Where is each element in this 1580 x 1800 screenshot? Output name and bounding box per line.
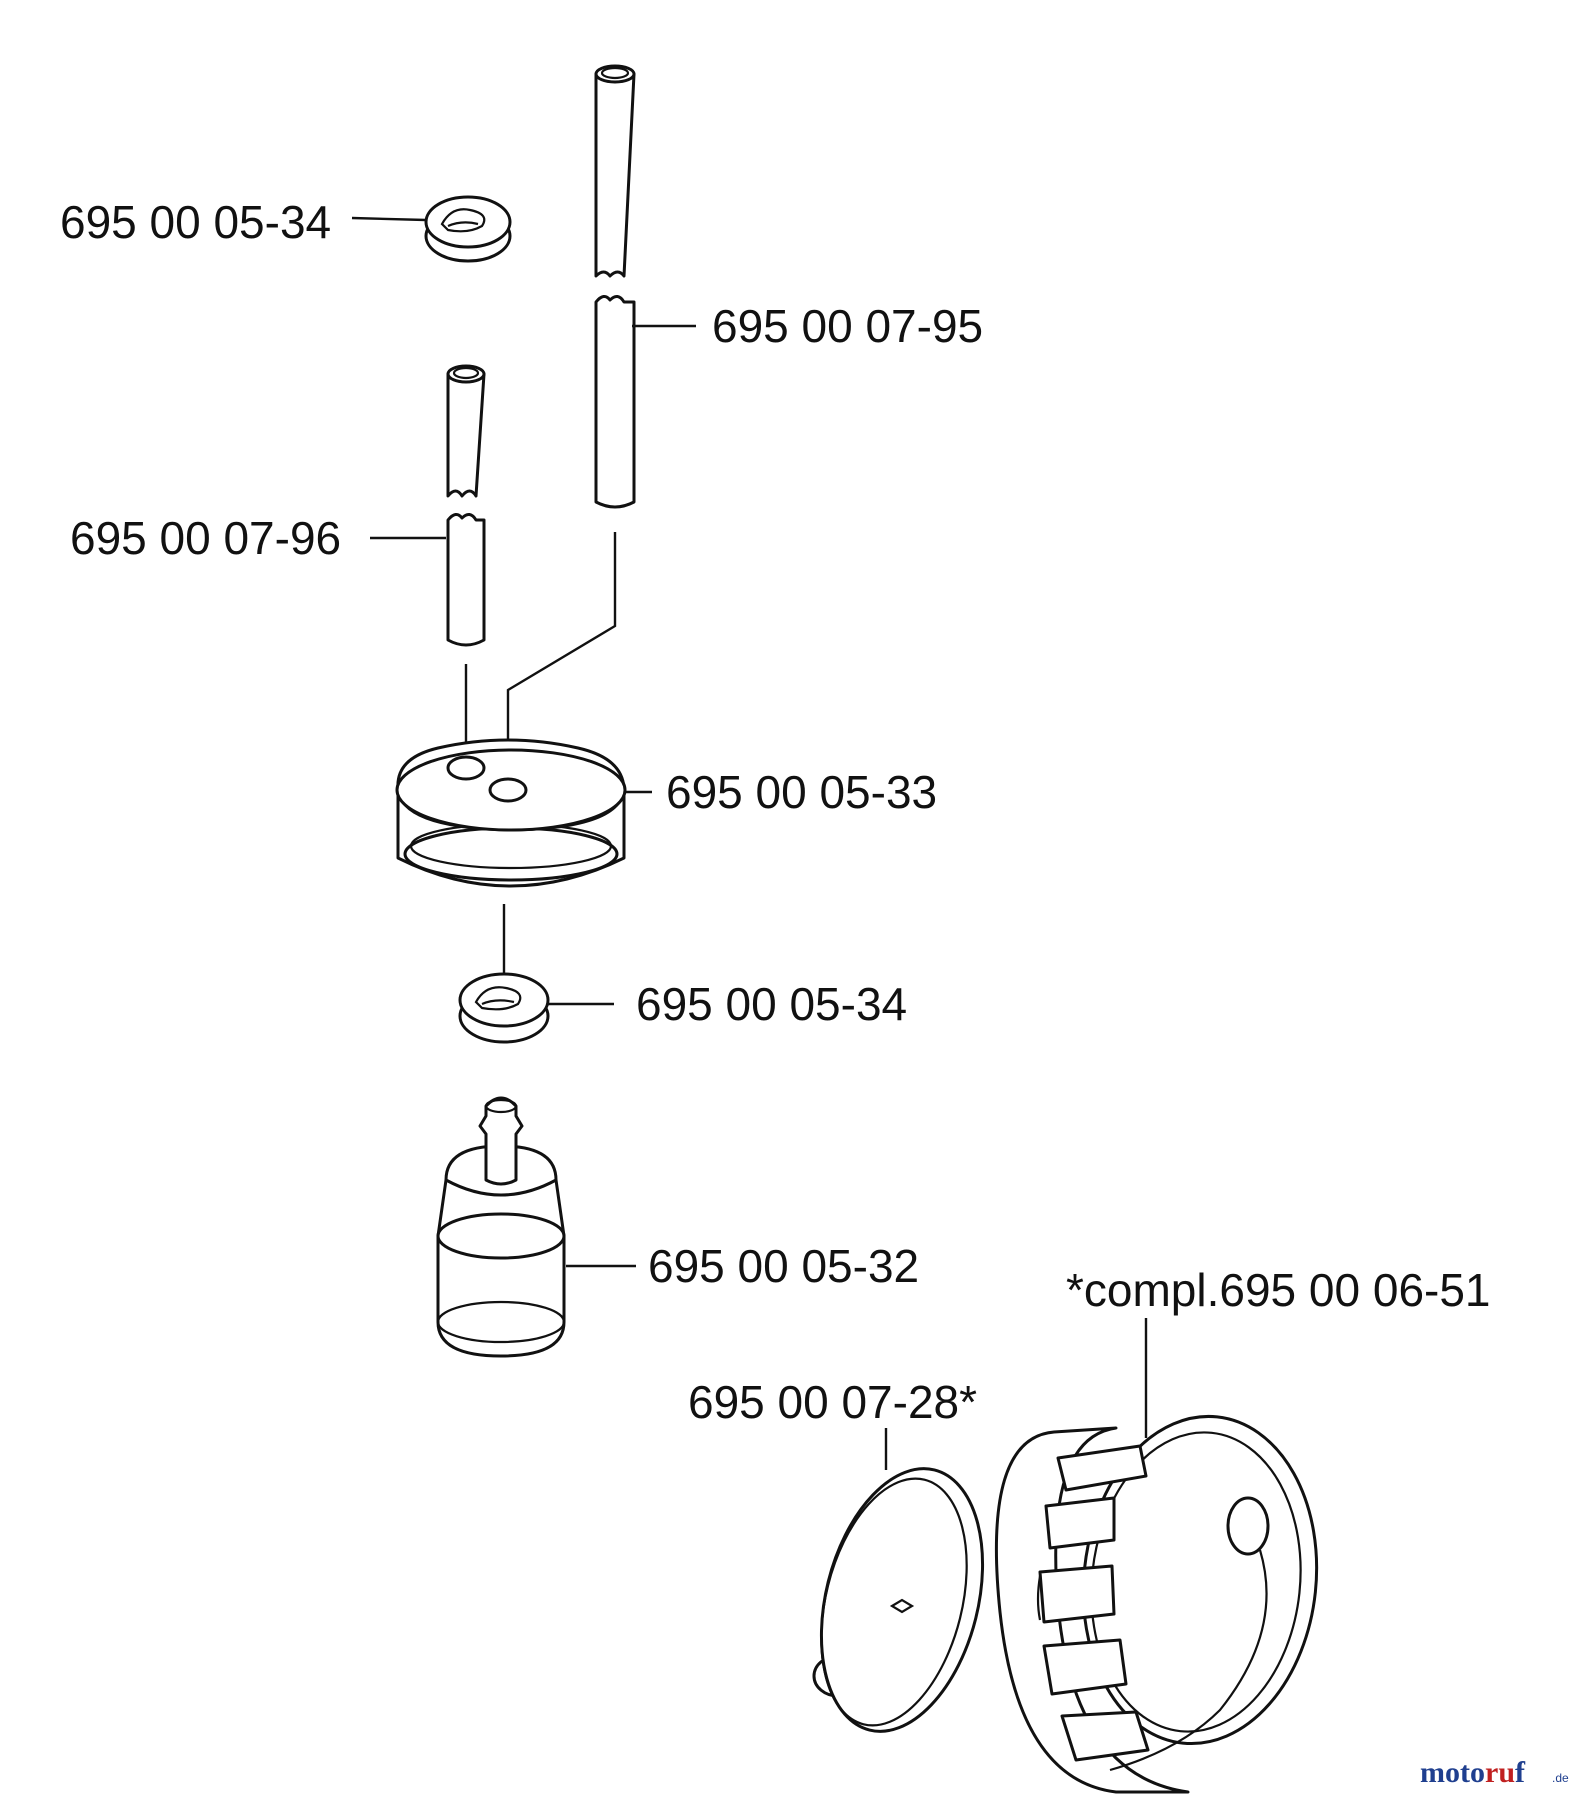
part-fuel-filter: [436, 1096, 566, 1358]
label-fuel-filter: 695 00 05-32: [648, 1240, 919, 1292]
label-fuel-hose-long: 695 00 07-95: [712, 300, 983, 352]
label-grommet: 695 00 05-33: [666, 766, 937, 818]
part-tank-cap-gasket: [812, 1467, 985, 1733]
logo-letter: o: [1445, 1756, 1460, 1789]
part-filter-washer-top: [424, 195, 512, 263]
logo-letter: o: [1470, 1756, 1485, 1789]
part-tank-cap-complete: [994, 1414, 1319, 1794]
leader-hose-long-to-grommet: [506, 532, 617, 770]
logo-letter: r: [1485, 1756, 1498, 1789]
part-fuel-hose-short: [446, 364, 486, 647]
part-fuel-hose-long: [594, 64, 636, 509]
logo-tld: .de: [1552, 1771, 1569, 1785]
svg-text:motoruf: motoruf: [1420, 1756, 1526, 1789]
label-fuel-hose-short: 695 00 07-96: [70, 512, 341, 564]
label-tank-cap-gasket: 695 00 07-28*: [688, 1376, 977, 1428]
label-tank-cap-complete: *compl.695 00 06-51: [1066, 1264, 1491, 1316]
leader-filter-washer-top: [351, 216, 427, 222]
label-filter-washer-top: 695 00 05-34: [60, 196, 331, 248]
logo-letter: m: [1420, 1756, 1445, 1789]
part-grommet: [395, 738, 627, 888]
label-filter-washer-bottom: 695 00 05-34: [636, 978, 907, 1030]
logo-letter: u: [1498, 1756, 1515, 1789]
watermark-logo: motoruf .de: [1420, 1756, 1569, 1789]
logo-letter: t: [1460, 1756, 1470, 1789]
part-filter-washer-bottom: [458, 972, 550, 1044]
logo-letter: f: [1515, 1756, 1526, 1789]
